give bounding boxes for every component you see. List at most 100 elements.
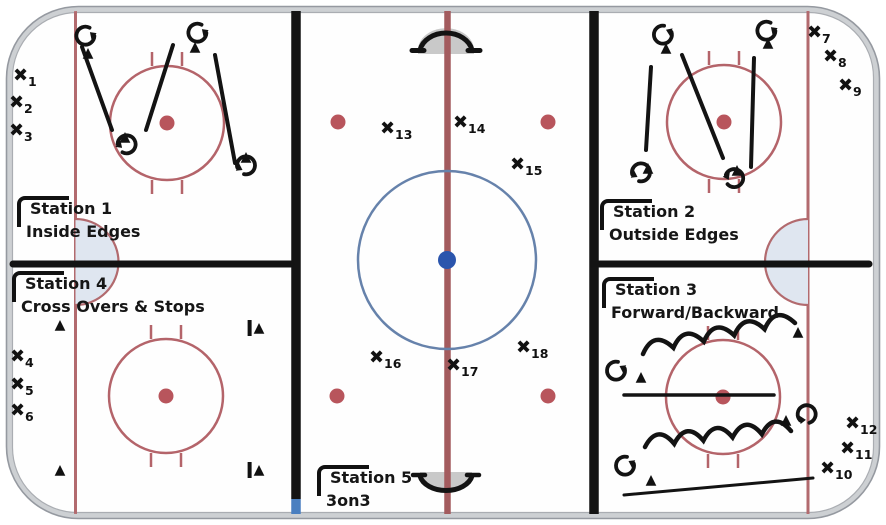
player-x-marker: ✖9: [838, 75, 862, 98]
turn-arrow-icon: [226, 144, 267, 185]
station-subtitle: Outside Edges: [609, 225, 739, 244]
x-glyph: ✖: [838, 75, 854, 96]
x-glyph: ✖: [840, 438, 856, 459]
player-x-marker: ✖16: [369, 349, 401, 370]
player-number: 5: [25, 383, 34, 398]
x-glyph: ✖: [453, 112, 469, 133]
player-x-marker: ✖18: [516, 339, 548, 360]
station-bracket: [317, 465, 369, 496]
player-number: 2: [24, 101, 33, 116]
station-subtitle: 3on3: [326, 491, 371, 510]
x-glyph: ✖: [9, 92, 25, 113]
station-bracket: [602, 277, 654, 308]
player-number: 16: [384, 356, 402, 371]
triangle-marker: ▲: [82, 45, 94, 61]
player-x-marker: ✖2: [9, 92, 33, 115]
player-number: 15: [525, 163, 543, 178]
turn-arrow-icon: [719, 161, 752, 194]
turn-arrow-glyph: [605, 359, 627, 382]
triangle-marker: ▲: [189, 39, 201, 55]
squiggle-path: [642, 419, 794, 450]
triangle-marker: ▲: [635, 369, 647, 385]
player-number: 18: [531, 346, 549, 361]
station-bracket: [600, 199, 652, 230]
triangle-marker: ▲: [762, 35, 774, 51]
station-title: Station 2: [613, 202, 696, 221]
turn-arrow-glyph: [235, 154, 257, 177]
station-title: Station 5: [330, 468, 413, 487]
x-glyph: ✖: [823, 46, 839, 67]
turn-arrow-icon: [786, 393, 827, 434]
boards-outer-edge: [5, 5, 881, 520]
turn-arrow-icon: [748, 14, 785, 51]
stop-marker: ▲: [247, 320, 265, 336]
x-glyph: ✖: [9, 120, 25, 141]
turn-arrow-icon: [179, 16, 216, 53]
triangle-marker: ▲: [54, 462, 66, 478]
station-subtitle: Inside Edges: [26, 222, 141, 241]
x-glyph: ✖: [10, 374, 26, 395]
player-number: 8: [838, 55, 847, 70]
x-glyph: ✖: [10, 346, 26, 367]
player-number: 10: [835, 467, 853, 482]
player-x-marker: ✖13: [380, 120, 412, 141]
player-number: 14: [468, 121, 486, 136]
neutral-dot-top-right: [540, 114, 556, 130]
x-glyph: ✖: [820, 458, 836, 479]
player-x-marker: ✖15: [510, 154, 542, 177]
turn-arrow-glyph: [652, 23, 674, 46]
player-x-marker: ✖6: [10, 400, 34, 423]
skating-path-line: [644, 65, 653, 152]
player-x-marker: ✖11: [840, 438, 872, 461]
x-glyph: ✖: [446, 355, 462, 376]
player-number: 9: [853, 84, 862, 99]
player-x-marker: ✖1: [13, 65, 37, 88]
player-x-marker: ✖5: [10, 374, 34, 397]
neutral-dot-bottom-left: [329, 388, 345, 404]
player-number: 12: [860, 422, 878, 437]
goal-bottom-outline: [417, 473, 475, 494]
station-title: Station 4: [25, 274, 108, 293]
skating-path-line: [144, 43, 175, 132]
player-x-marker: ✖17: [446, 355, 478, 378]
player-number: 6: [25, 409, 34, 424]
station-title: Station 3: [615, 280, 698, 299]
neutral-dot-bottom-right: [540, 388, 556, 404]
station-title: Station 1: [30, 199, 113, 218]
turn-arrow-glyph: [74, 24, 97, 47]
turn-arrow-icon: [642, 15, 684, 57]
triangle-marker: ▲: [54, 317, 66, 333]
player-number: 17: [461, 364, 479, 379]
x-glyph: ✖: [510, 154, 526, 175]
player-number: 1: [28, 74, 37, 89]
triangle-marker: ▲: [645, 472, 657, 488]
skating-path-line: [213, 53, 237, 165]
triangle-marker: ▲: [792, 324, 804, 340]
stop-triangle: ▲: [253, 320, 265, 336]
stop-triangle: ▲: [253, 462, 265, 478]
x-glyph: ✖: [13, 65, 29, 86]
skating-path-line: [749, 56, 756, 169]
neutral-dot-top-left: [330, 114, 346, 130]
x-glyph: ✖: [845, 413, 861, 434]
turn-arrow-glyph: [755, 19, 778, 42]
turn-arrow-glyph: [795, 403, 818, 425]
player-x-marker: ✖8: [823, 46, 847, 69]
turn-arrow-glyph: [722, 167, 746, 189]
player-x-marker: ✖14: [453, 112, 485, 135]
player-x-marker: ✖10: [820, 458, 852, 481]
turn-arrow-glyph: [115, 133, 138, 156]
turn-arrow-glyph: [186, 21, 209, 44]
turn-arrow-icon: [67, 19, 104, 56]
turn-arrow-icon: [621, 151, 662, 192]
x-glyph: ✖: [807, 22, 823, 43]
triangle-marker: ▲: [780, 412, 792, 428]
player-number: 11: [855, 447, 873, 462]
skating-path-line: [680, 53, 725, 160]
goal-top-outline: [417, 30, 475, 53]
turn-arrow-glyph: [614, 454, 636, 477]
x-glyph: ✖: [10, 400, 26, 421]
